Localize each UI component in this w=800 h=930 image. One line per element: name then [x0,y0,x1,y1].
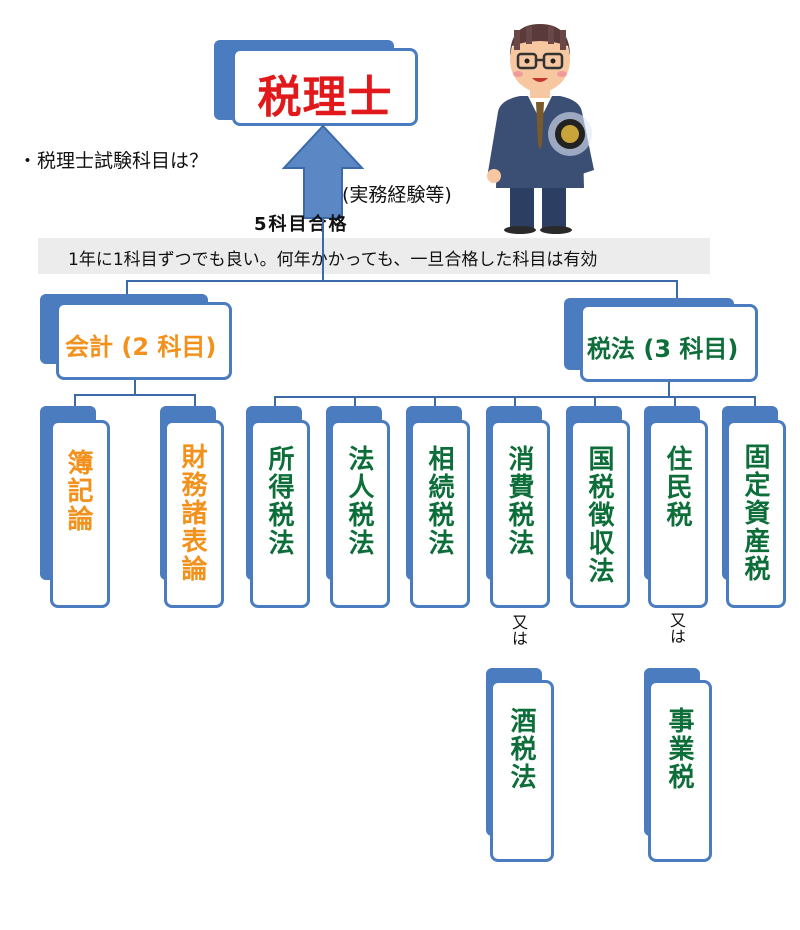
connector-tax-drop-5 [594,396,596,408]
subject-fixed-asset-tax: 固定資産税 [740,443,770,583]
subject-card-zaimu: 財務諸表論 [164,420,224,608]
accounting-card: 会計 (2 科目) [56,302,232,380]
connector-acc-drop-1 [74,394,76,406]
subject-financial-statements: 財務諸表論 [177,443,207,583]
title-card: 税理士 [232,48,418,126]
connector-tax-down [676,280,678,298]
alternative-connector-liquor: 又は [509,614,528,646]
subject-resident-tax: 住民税 [662,445,692,529]
rule-band: 1年に1科目ずつでも良い。何年かかっても、一旦合格した科目は有効 [38,238,710,274]
connector-tax-drop-3 [434,396,436,408]
alternative-connector-enterprise: 又は [667,612,686,644]
connector-tax-drop-6 [674,396,676,408]
subject-card-shotoku: 所得税法 [250,420,310,608]
tax-law-label: 税法 (3 科目) [587,335,739,363]
exemption-note: (実務経験等) [342,184,452,206]
subject-corporate-tax: 法人税法 [344,445,374,557]
subject-card-kotei: 固定資産税 [726,420,786,608]
subject-card-shohi: 消費税法 [490,420,550,608]
connector-accounting-down [126,280,128,294]
connector-accounting-stem [134,380,136,394]
accounting-label: 会計 (2 科目) [65,333,217,361]
tax-law-card: 税法 (3 科目) [580,304,758,382]
subject-card-jumin: 住民税 [648,420,708,608]
subject-consumption-tax: 消費税法 [504,445,534,557]
subject-card-boki: 簿記論 [50,420,110,608]
subject-card-choshu: 国税徴収法 [570,420,630,608]
subject-card-jigyo: 事業税 [648,680,712,862]
connector-tax-drop-2 [354,396,356,408]
subject-national-tax-collection: 国税徴収法 [584,445,614,585]
connector-main-vertical [322,218,324,280]
exam-subjects-question: ・税理士試験科目は？ [18,150,209,172]
connector-tax-drop-7 [754,396,756,408]
subject-card-sozoku: 相続税法 [410,420,470,608]
subject-inheritance-tax: 相続税法 [424,445,454,557]
pass-requirement: 5科目合格 [254,214,349,235]
subject-card-shuzei: 酒税法 [490,680,554,862]
rule-band-text: 1年に1科目ずつでも良い。何年かかっても、一旦合格した科目は有効 [68,250,598,270]
connector-tax-drop-4 [514,396,516,408]
subject-liquor-tax: 酒税法 [506,707,536,791]
businessman-with-badge-icon [487,24,594,234]
page-title: 税理士 [257,72,393,123]
subject-card-hojin: 法人税法 [330,420,390,608]
connector-acc-drop-2 [194,394,196,406]
subject-bookkeeping: 簿記論 [63,449,93,533]
connector-accounting-horizontal [74,394,196,396]
connector-tax-drop-1 [274,396,276,408]
subject-income-tax: 所得税法 [264,445,294,557]
connector-tax-stem [668,382,670,396]
subject-enterprise-tax: 事業税 [664,707,694,791]
connector-top-horizontal [126,280,678,282]
